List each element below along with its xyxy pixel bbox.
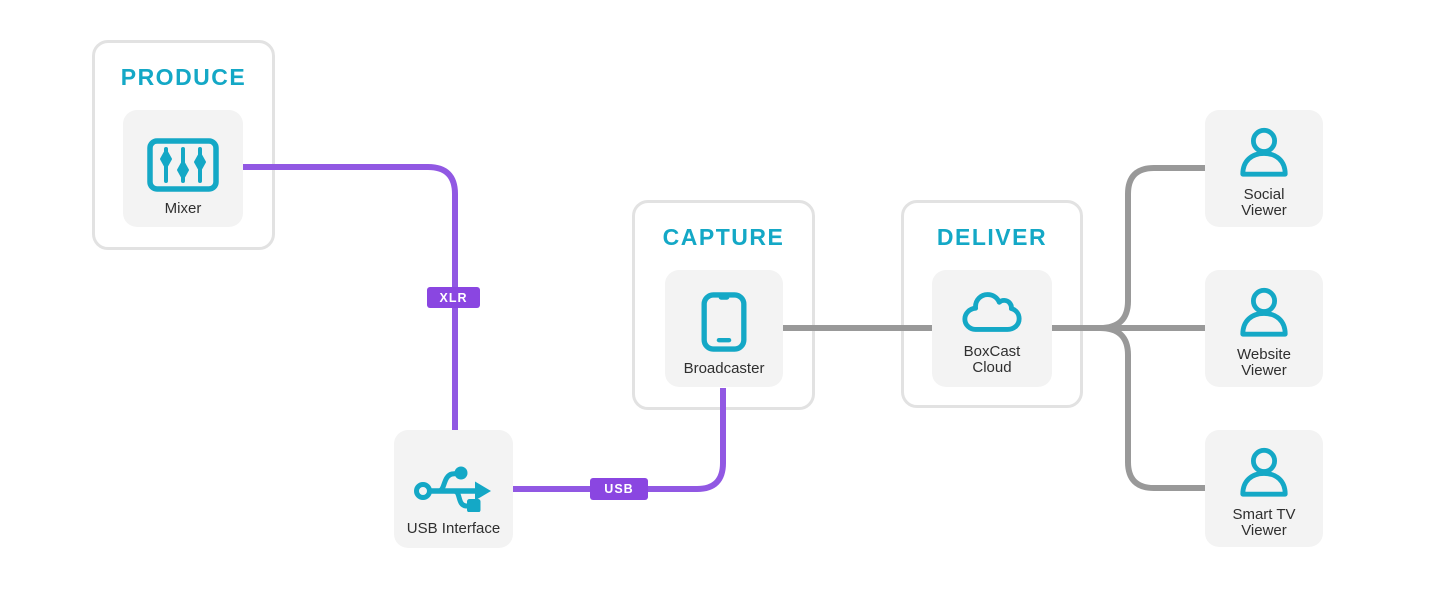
person-icon xyxy=(1240,127,1288,177)
node-broadcaster: Broadcaster xyxy=(665,270,783,387)
node-social-viewer: Social Viewer xyxy=(1205,110,1323,227)
person-icon xyxy=(1240,287,1288,337)
node-label-boxcast-cloud: BoxCast Cloud xyxy=(963,343,1021,376)
stage-title-produce: PRODUCE xyxy=(120,64,247,90)
node-smart-tv-viewer: Smart TV Viewer xyxy=(1205,430,1323,547)
node-mixer: Mixer xyxy=(123,110,243,227)
node-label-broadcaster: Broadcaster xyxy=(683,360,765,377)
node-label-website-viewer: Website Viewer xyxy=(1237,346,1291,379)
usb-icon xyxy=(413,466,491,512)
node-label-smart-tv-viewer: Smart TV Viewer xyxy=(1232,506,1296,539)
stage-title-deliver: DELIVER xyxy=(936,224,1048,250)
mixer-icon xyxy=(147,138,219,192)
xlr-cable-badge: XLR xyxy=(427,287,480,308)
node-usb-interface: USB Interface xyxy=(394,430,513,548)
cable-xlr-path xyxy=(243,164,458,430)
node-boxcast-cloud: BoxCast Cloud xyxy=(932,270,1052,387)
person-icon xyxy=(1240,447,1288,497)
node-label-usb-interface: USB Interface xyxy=(406,519,501,537)
node-label-mixer: Mixer xyxy=(164,200,202,217)
cloud-icon xyxy=(962,292,1022,332)
smartphone-icon xyxy=(701,292,747,352)
stage-title-capture: CAPTURE xyxy=(662,224,785,250)
usb-cable-badge: USB xyxy=(590,478,648,500)
node-label-social-viewer: Social Viewer xyxy=(1241,186,1287,219)
link-cloud-smarttv xyxy=(1099,325,1205,491)
cable-usb-path xyxy=(513,388,726,492)
node-website-viewer: Website Viewer xyxy=(1205,270,1323,387)
link-cloud-social xyxy=(1099,165,1205,331)
